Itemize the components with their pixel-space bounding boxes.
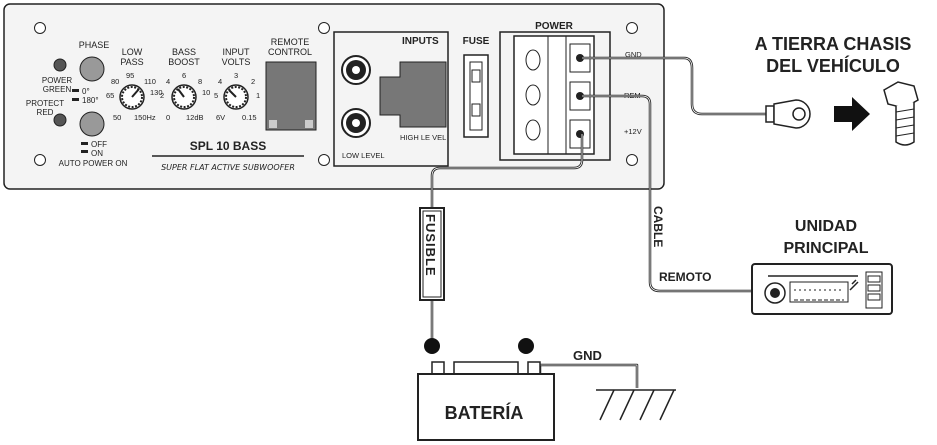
bass-tick: 0 xyxy=(166,113,170,122)
low-pass-tick: 80 xyxy=(111,77,119,86)
input-volts-label-2: VOLTS xyxy=(222,57,251,67)
low-pass-knob[interactable] xyxy=(119,84,145,110)
gnd-wire-core xyxy=(582,57,766,115)
mount-hole-icon xyxy=(318,22,330,34)
mount-hole-icon xyxy=(34,154,46,166)
volts-tick: 4 xyxy=(218,77,222,86)
protect-led-label: PROTECT xyxy=(26,99,64,108)
negative-terminal-icon xyxy=(518,338,534,354)
battery-label: BATERÍA xyxy=(445,402,524,423)
volts-tick: 2 xyxy=(251,77,255,86)
bolt-icon xyxy=(883,81,919,146)
positive-terminal-icon xyxy=(424,338,440,354)
fuse-holder[interactable] xyxy=(463,54,489,138)
chassis-label-line1: A TIERRA CHASIS xyxy=(755,34,912,54)
head-unit xyxy=(751,263,893,315)
battery-gnd-label: GND xyxy=(573,348,602,363)
low-pass-tick: 130 xyxy=(150,88,163,97)
terminal-gnd-label: GND xyxy=(625,50,642,59)
remote-label: REMOTO xyxy=(659,270,711,284)
switch-indicator-icon xyxy=(72,89,79,92)
input-volts-knob[interactable] xyxy=(223,84,249,110)
arrow-right-icon xyxy=(834,97,870,131)
protect-led-color: RED xyxy=(37,108,54,117)
remote-control-label-2: CONTROL xyxy=(268,47,312,57)
ring-terminal-icon xyxy=(765,99,811,129)
fuse-label: FUSE xyxy=(463,36,490,47)
model-subtitle: SUPER FLAT ACTIVE SUBWOOFER xyxy=(161,163,295,172)
bass-tick: 2 xyxy=(160,91,164,100)
bass-boost-label: BASS xyxy=(172,47,196,57)
bass-tick: 6 xyxy=(182,71,186,80)
remote-control-label: REMOTE xyxy=(271,37,310,47)
switch-indicator-icon xyxy=(72,98,79,101)
positive-wire-core xyxy=(431,134,583,210)
auto-power-on-label: AUTO POWER ON xyxy=(59,159,128,168)
inline-fuse xyxy=(419,207,445,301)
head-unit-label-line2: PRINCIPAL xyxy=(783,240,868,257)
phase-0: 0° xyxy=(82,87,90,96)
power-label: POWER xyxy=(535,21,574,32)
protect-led xyxy=(53,113,67,127)
high-level-label: HIGH LE VEL xyxy=(400,133,446,142)
input-volts-label: INPUT xyxy=(223,47,251,57)
chassis-label-line2: DEL VEHÍCULO xyxy=(766,55,900,76)
bass-tick: 8 xyxy=(198,77,202,86)
phase-label: PHASE xyxy=(79,40,110,50)
remote-wire-core xyxy=(582,95,756,292)
remote-control-port[interactable] xyxy=(265,61,317,131)
low-level-label: LOW LEVEL xyxy=(342,151,385,160)
low-pass-tick: 95 xyxy=(126,71,134,80)
mount-hole-icon xyxy=(626,22,638,34)
auto-power-switch[interactable] xyxy=(79,111,105,137)
high-level-connector[interactable] xyxy=(379,61,447,128)
amplifier-panel: POWER GREEN PROTECT RED PHASE 0° 180° OF… xyxy=(3,3,665,190)
bass-tick: 12dB xyxy=(186,113,204,122)
power-led xyxy=(53,58,67,72)
battery xyxy=(417,338,555,441)
bass-boost-label-2: BOOST xyxy=(168,57,200,67)
rca-input-top[interactable] xyxy=(341,55,371,85)
terminal-12v-label: +12V xyxy=(624,127,642,136)
inputs-box xyxy=(333,31,449,167)
bass-tick: 10 xyxy=(202,88,210,97)
inline-fuse-label: FUSIBLE xyxy=(423,214,438,277)
bass-boost-knob[interactable] xyxy=(171,84,197,110)
volts-tick: 1 xyxy=(256,91,260,100)
head-unit-label-line1: UNIDAD xyxy=(795,218,857,235)
ground-symbol-icon xyxy=(596,389,676,421)
low-pass-tick: 150Hz xyxy=(134,113,156,122)
volts-tick: 5 xyxy=(214,91,218,100)
phase-switch[interactable] xyxy=(79,56,105,82)
power-led-color: GREEN xyxy=(43,85,72,94)
cable-label: CABLE xyxy=(651,206,665,247)
low-pass-tick: 50 xyxy=(113,113,121,122)
switch-indicator-icon xyxy=(81,150,88,153)
bass-tick: 4 xyxy=(166,77,170,86)
switch-indicator-icon xyxy=(81,142,88,145)
mount-hole-icon xyxy=(34,22,46,34)
inputs-label: INPUTS xyxy=(402,36,439,47)
volts-tick: 0.15 xyxy=(242,113,257,122)
mount-hole-icon xyxy=(318,154,330,166)
low-pass-tick: 65 xyxy=(106,91,114,100)
model-name: SPL 10 BASS xyxy=(190,139,266,153)
low-pass-label-2: PASS xyxy=(120,57,143,67)
rca-input-bottom[interactable] xyxy=(341,108,371,138)
volts-tick: 3 xyxy=(234,71,238,80)
phase-180: 180° xyxy=(82,96,99,105)
low-pass-tick: 110 xyxy=(144,77,156,86)
auto-off: OFF xyxy=(91,140,107,149)
low-pass-label: LOW xyxy=(122,47,143,57)
mount-hole-icon xyxy=(626,154,638,166)
auto-on: ON xyxy=(91,149,103,158)
power-led-label: POWER xyxy=(42,76,72,85)
volts-tick: 6V xyxy=(216,113,225,122)
